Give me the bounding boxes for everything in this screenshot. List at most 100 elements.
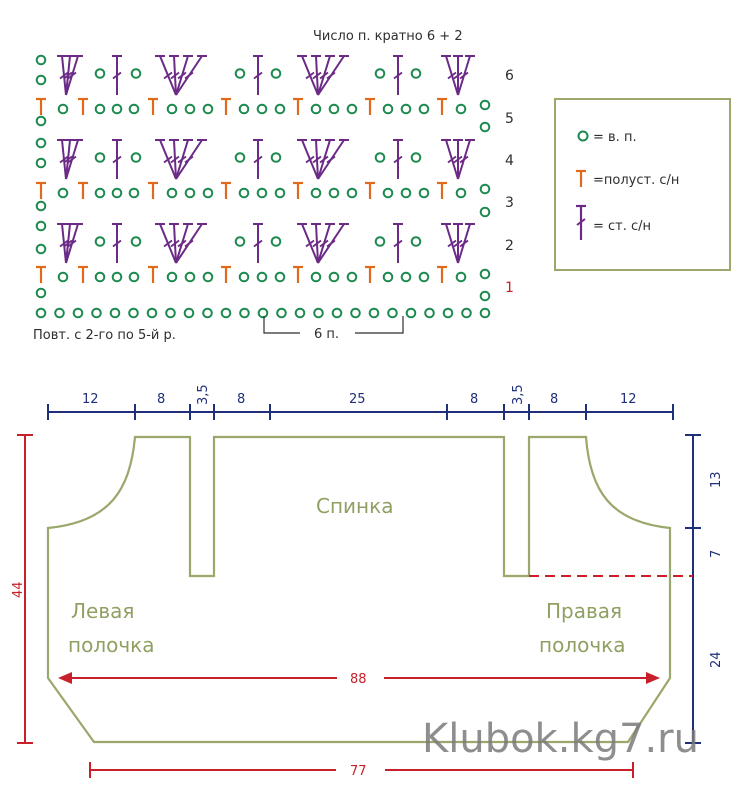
double-crochet-icon xyxy=(65,139,83,180)
chain-stitch-icon xyxy=(166,271,178,283)
chain-stitch-icon xyxy=(479,268,491,280)
double-crochet-icon xyxy=(155,139,177,180)
chain-stitch-icon xyxy=(35,287,47,299)
dim-top-3-5-left: 3,5 xyxy=(196,384,211,405)
chain-stitch-icon xyxy=(57,271,69,283)
chain-stitch-icon xyxy=(256,187,268,199)
chain-stitch-icon xyxy=(202,271,214,283)
single-crochet-icon xyxy=(36,265,46,283)
chain-stitch-icon xyxy=(479,183,491,195)
dim-top-8-3: 8 xyxy=(470,392,478,407)
repeat-note: Повт. с 2-го по 5-й р. xyxy=(33,328,176,343)
double-crochet-icon xyxy=(175,55,207,96)
row-number-5: 5 xyxy=(505,111,514,127)
double-crochet-icon xyxy=(297,55,319,96)
double-crochet-icon xyxy=(441,55,459,96)
chain-stitch-icon xyxy=(455,187,467,199)
chain-stitch-icon xyxy=(94,152,106,163)
chain-stitch-icon xyxy=(479,307,491,319)
chain-stitch-icon xyxy=(94,236,106,247)
chain-stitch-icon xyxy=(166,187,178,199)
single-crochet-icon xyxy=(293,97,303,115)
chain-stitch-icon xyxy=(276,307,287,319)
chain-stitch-icon xyxy=(418,187,430,199)
single-crochet-icon xyxy=(148,181,158,199)
row-number-1: 1 xyxy=(505,280,514,296)
double-crochet-icon xyxy=(441,139,459,180)
single-crochet-icon xyxy=(437,97,447,115)
double-crochet-icon xyxy=(175,139,193,180)
single-crochet-icon xyxy=(148,97,158,115)
double-crochet-icon xyxy=(317,55,349,96)
double-crochet-icon xyxy=(297,223,319,264)
chain-stitch-icon xyxy=(184,187,196,199)
chain-stitch-icon xyxy=(328,187,340,199)
watermark: Klubok.kg7.ru xyxy=(422,716,699,762)
back-label: Спинка xyxy=(316,494,393,518)
chain-stitch-icon xyxy=(418,271,430,283)
chain-stitch-icon xyxy=(350,307,361,319)
chain-stitch-icon xyxy=(183,307,195,319)
double-crochet-icon xyxy=(112,139,122,179)
double-crochet-icon xyxy=(457,55,475,96)
chain-stitch-icon xyxy=(328,103,340,115)
dim-top-3-5-right: 3,5 xyxy=(511,384,526,405)
chain-stitch-icon xyxy=(234,152,246,163)
chain-stitch-icon xyxy=(234,68,246,79)
chain-stitch-icon xyxy=(374,236,386,247)
chain-stitch-icon xyxy=(109,307,121,319)
chain-stitch-icon xyxy=(455,271,467,283)
chain-stitch-icon xyxy=(130,236,142,247)
double-crochet-icon xyxy=(311,223,322,264)
chain-stitch-icon xyxy=(128,187,140,199)
legend-chain: = в. п. xyxy=(593,130,637,145)
chain-stitch-icon xyxy=(270,68,282,79)
chain-stitch-icon xyxy=(202,187,214,199)
single-crochet-icon xyxy=(437,181,447,199)
single-crochet-icon xyxy=(365,265,375,283)
chain-stitch-icon xyxy=(331,307,343,319)
chain-stitch-icon xyxy=(35,243,47,255)
dim-top-8-2: 8 xyxy=(237,392,245,407)
chain-stitch-icon xyxy=(111,103,123,115)
chain-stitch-icon xyxy=(202,103,214,115)
double-crochet-icon xyxy=(576,204,586,240)
right-front-label-1: Правая xyxy=(546,599,622,623)
legend-sc: =полуст. с/н xyxy=(593,173,679,188)
chain-stitch-icon xyxy=(270,152,282,163)
chain-stitch-icon xyxy=(455,103,467,115)
double-crochet-icon xyxy=(175,223,193,264)
chain-stitch-icon xyxy=(313,307,324,319)
row-number-3: 3 xyxy=(505,195,514,211)
double-crochet-icon xyxy=(297,139,319,180)
chain-stitch-icon xyxy=(146,307,158,319)
double-crochet-icon xyxy=(317,55,335,96)
chain-stitch-icon xyxy=(239,307,250,319)
chain-stitch-icon xyxy=(111,187,123,199)
dim-top-12-left: 12 xyxy=(82,392,99,407)
chain-stitch-icon xyxy=(166,103,178,115)
single-crochet-icon xyxy=(293,181,303,199)
chain-stitch-icon xyxy=(382,271,394,283)
chain-stitch-icon xyxy=(128,103,140,115)
chain-stitch-icon xyxy=(270,236,282,247)
repeat-width: 6 п. xyxy=(314,327,339,342)
double-crochet-icon xyxy=(457,223,475,264)
double-crochet-icon xyxy=(175,55,193,96)
left-front-label-2: полочка xyxy=(68,633,154,657)
chain-stitch-icon xyxy=(54,307,65,319)
row-number-2: 2 xyxy=(505,238,514,254)
double-crochet-icon xyxy=(453,223,463,263)
chain-stitch-icon xyxy=(274,187,286,199)
repeat-bracket xyxy=(263,316,404,334)
double-crochet-icon xyxy=(112,55,122,95)
double-crochet-icon xyxy=(457,139,475,180)
double-crochet-icon xyxy=(311,55,322,96)
chain-stitch-icon xyxy=(165,307,176,319)
double-crochet-icon xyxy=(317,223,349,264)
single-crochet-icon xyxy=(78,265,88,283)
chain-stitch-icon xyxy=(577,130,589,142)
chain-stitch-icon xyxy=(256,103,268,115)
chain-stitch-icon xyxy=(35,74,47,86)
chain-stitch-icon xyxy=(382,103,394,115)
